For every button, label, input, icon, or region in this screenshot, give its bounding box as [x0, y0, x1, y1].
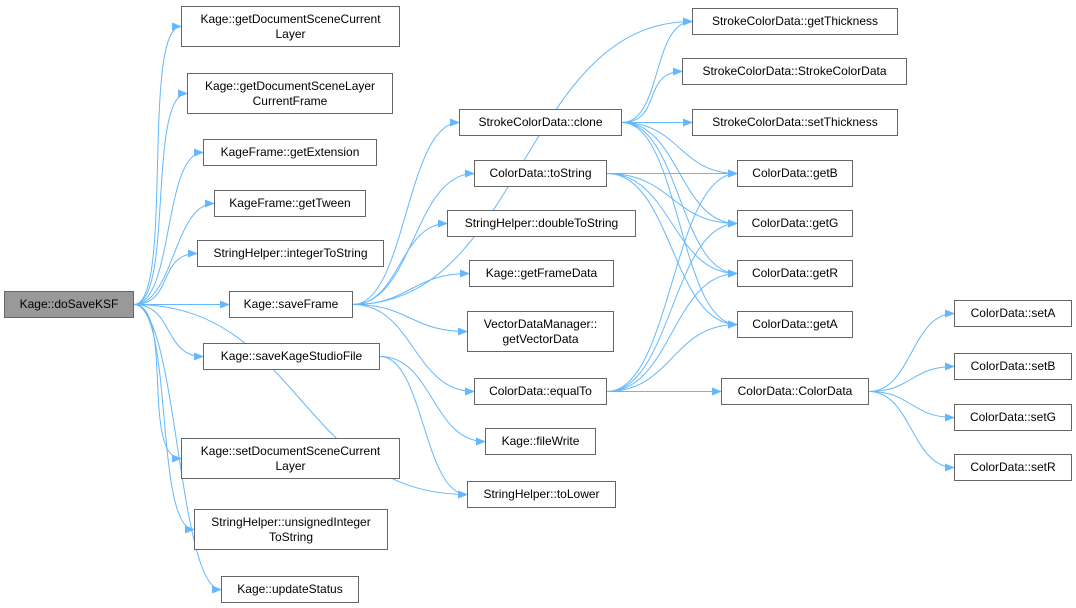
node-setThickness[interactable]: StrokeColorData::setThickness: [692, 109, 898, 136]
node-getB[interactable]: ColorData::getB: [737, 160, 853, 187]
edge-saveKageStudioFile-to-toLower: [379, 356, 468, 499]
node-setG[interactable]: ColorData::setG: [954, 404, 1072, 431]
node-cdCtor[interactable]: ColorData::ColorData: [721, 378, 869, 405]
edge-strokeClone-to-getR: [621, 122, 738, 278]
node-root[interactable]: Kage::doSaveKSF: [4, 291, 134, 318]
edge-cdToString-to-getR: [606, 173, 738, 278]
edge-root-to-integerToString: [133, 249, 198, 305]
edge-saveFrame-to-equalTo: [352, 304, 475, 396]
node-getDocSceneCurLayer[interactable]: Kage::getDocumentSceneCurrent Layer: [181, 6, 400, 47]
node-strokeCtor[interactable]: StrokeColorData::StrokeColorData: [682, 58, 907, 85]
edge-root-to-saveKageStudioFile: [133, 304, 204, 361]
node-getTween[interactable]: KageFrame::getTween: [214, 190, 366, 217]
node-updateStatus[interactable]: Kage::updateStatus: [221, 576, 359, 603]
edge-equalTo-to-getG: [606, 219, 738, 392]
node-saveKageStudioFile[interactable]: Kage::saveKageStudioFile: [203, 343, 380, 370]
node-integerToString[interactable]: StringHelper::integerToString: [197, 240, 384, 267]
edge-strokeClone-to-getB: [621, 122, 738, 178]
node-getVectorData[interactable]: VectorDataManager:: getVectorData: [467, 311, 614, 352]
edge-equalTo-to-getA: [606, 320, 738, 392]
edge-strokeClone-to-getA: [621, 122, 738, 329]
edge-root-to-getDocSceneCurLayer: [133, 22, 182, 305]
node-getDocSceneLayerCurFrame[interactable]: Kage::getDocumentSceneLayer CurrentFrame: [187, 73, 393, 114]
edge-equalTo-to-getB: [606, 169, 738, 392]
edge-root-to-getTween: [133, 199, 215, 305]
node-getExtension[interactable]: KageFrame::getExtension: [203, 139, 377, 166]
node-getThickness[interactable]: StrokeColorData::getThickness: [692, 8, 898, 35]
node-equalTo[interactable]: ColorData::equalTo: [474, 378, 607, 405]
edge-saveFrame-to-doubleToString: [352, 219, 448, 305]
edge-saveFrame-to-strokeClone: [352, 118, 460, 305]
edge-cdToString-to-getG: [606, 173, 738, 228]
edge-cdCtor-to-setA: [868, 309, 955, 392]
edge-cdToString-to-getA: [606, 173, 738, 329]
node-strokeClone[interactable]: StrokeColorData::clone: [459, 109, 622, 136]
edge-strokeClone-to-strokeCtor: [621, 67, 683, 123]
edge-root-to-toLower: [133, 304, 468, 499]
edge-root-to-unsignedIntegerToString: [133, 304, 195, 534]
edge-cdCtor-to-setR: [868, 391, 955, 472]
edge-root-to-updateStatus: [133, 304, 222, 594]
edge-strokeClone-to-getThickness: [621, 17, 693, 123]
edge-root-to-getExtension: [133, 148, 204, 305]
edge-saveKageStudioFile-to-fileWrite: [379, 356, 486, 446]
node-cdToString[interactable]: ColorData::toString: [474, 160, 607, 187]
node-getA[interactable]: ColorData::getA: [737, 311, 853, 338]
node-fileWrite[interactable]: Kage::fileWrite: [485, 428, 596, 455]
node-setR[interactable]: ColorData::setR: [954, 454, 1072, 481]
node-unsignedIntegerToString[interactable]: StringHelper::unsignedInteger ToString: [194, 509, 388, 550]
node-toLower[interactable]: StringHelper::toLower: [467, 481, 616, 508]
node-getFrameData[interactable]: Kage::getFrameData: [469, 260, 614, 287]
edge-root-to-getDocSceneLayerCurFrame: [133, 89, 188, 305]
edge-cdCtor-to-setB: [868, 362, 955, 392]
edge-saveFrame-to-getVectorData: [352, 304, 468, 336]
node-getR[interactable]: ColorData::getR: [737, 260, 853, 287]
edge-saveFrame-to-cdToString: [352, 169, 475, 305]
edge-cdCtor-to-setG: [868, 391, 955, 422]
node-saveFrame[interactable]: Kage::saveFrame: [229, 291, 353, 318]
node-setA[interactable]: ColorData::setA: [954, 300, 1072, 327]
node-getG[interactable]: ColorData::getG: [737, 210, 853, 237]
node-setDocSceneCurLayer[interactable]: Kage::setDocumentSceneCurrent Layer: [181, 438, 400, 479]
node-setB[interactable]: ColorData::setB: [954, 353, 1072, 380]
edge-equalTo-to-getR: [606, 269, 738, 392]
node-doubleToString[interactable]: StringHelper::doubleToString: [447, 210, 636, 237]
edge-root-to-setDocSceneCurLayer: [133, 304, 182, 463]
